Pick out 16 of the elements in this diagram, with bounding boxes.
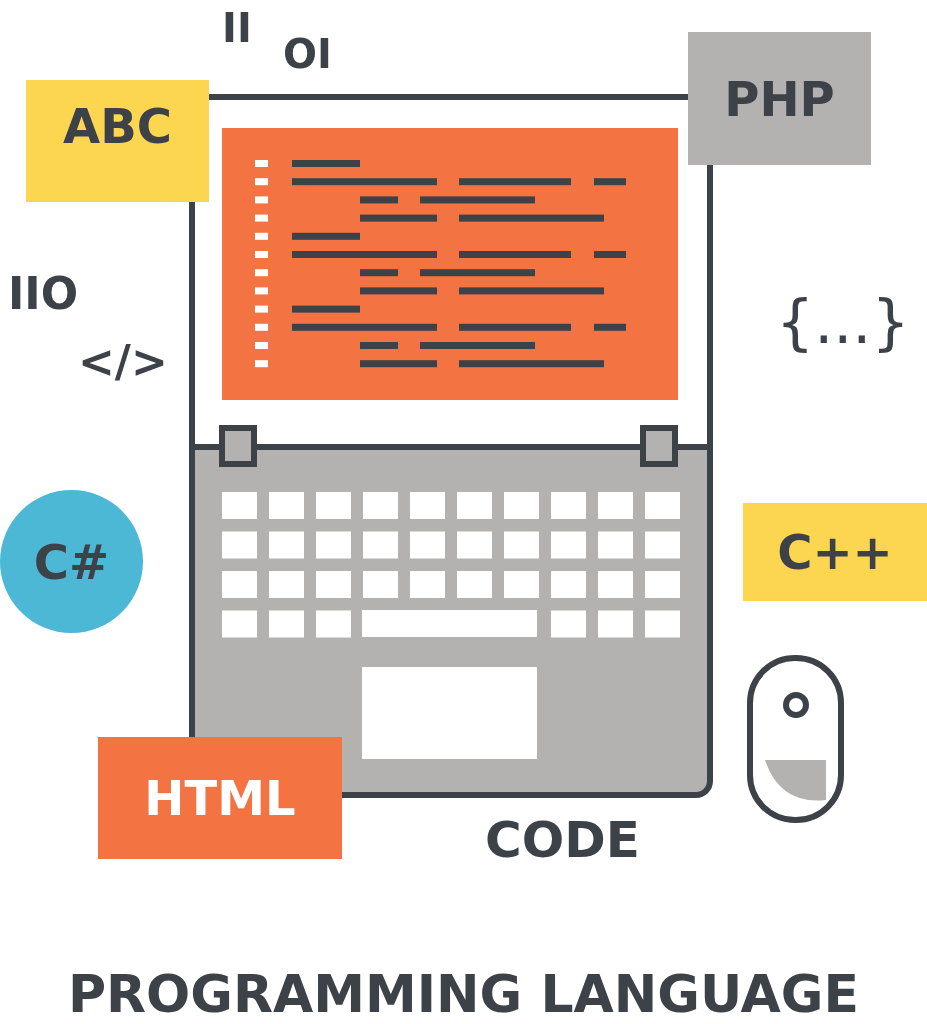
binary-text: II <box>222 8 252 48</box>
language-name: ABC <box>63 98 172 156</box>
label-box <box>688 32 871 165</box>
label-box <box>98 737 342 859</box>
brace-symbol: {...} <box>776 292 910 352</box>
label-box <box>26 80 209 202</box>
caption-text: CODE <box>485 815 640 865</box>
binary-text: OI <box>283 34 332 74</box>
language-name: C# <box>33 533 110 590</box>
binary-text: IIO <box>8 272 79 316</box>
tag-symbol: </> <box>78 340 168 384</box>
title: PROGRAMMING LANGUAGE <box>66 968 861 1020</box>
language-name: C++ <box>777 524 893 580</box>
language-name: PHP <box>724 70 835 127</box>
label-box <box>743 503 927 601</box>
language-name: HTML <box>144 770 296 826</box>
